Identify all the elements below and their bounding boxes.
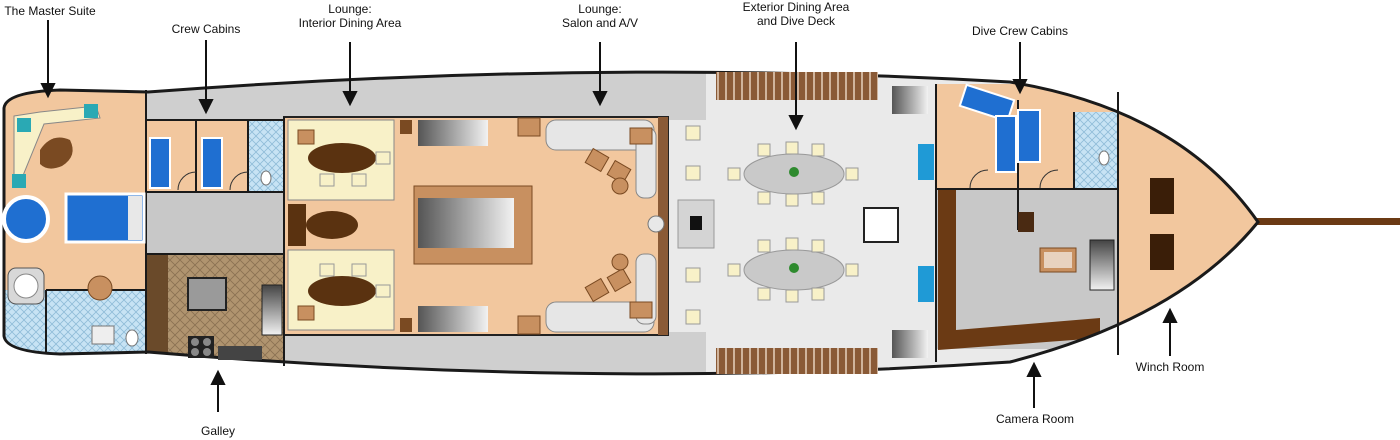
dining-table-2 xyxy=(306,211,358,239)
label-master-suite: The Master Suite xyxy=(4,4,96,18)
winch-2 xyxy=(1150,234,1174,270)
salon-armchairs xyxy=(584,147,632,303)
galley-counter xyxy=(187,277,227,311)
starboard-walkway xyxy=(284,332,706,374)
crew-bunk-2 xyxy=(201,137,223,189)
exterior-dining-table-2 xyxy=(727,237,859,303)
crew-bunk-1 xyxy=(149,137,171,189)
dive-locker-1 xyxy=(918,144,934,180)
dive-bunk-1 xyxy=(958,83,1016,123)
bowsprit xyxy=(1255,218,1400,225)
deck-stools xyxy=(685,125,701,325)
label-lounge-dining-line2: Interior Dining Area xyxy=(298,16,402,30)
label-lounge-dining-line1: Lounge: xyxy=(328,2,372,16)
label-lounge-salon-line2: Salon and A/V xyxy=(561,16,639,30)
callout-arrows xyxy=(40,20,1178,412)
rug-shape xyxy=(40,137,73,169)
winch-1 xyxy=(1150,178,1174,214)
label-lounge-salon: Lounge: Salon and A/V xyxy=(540,2,660,30)
label-exterior-dining: Exterior Dining Area and Dive Deck xyxy=(726,0,866,28)
dive-bunk-3 xyxy=(1017,109,1041,163)
label-winch-room: Winch Room xyxy=(1135,360,1205,374)
label-dive-crew-cabins: Dive Crew Cabins xyxy=(971,24,1069,38)
winch-room-floor xyxy=(1118,84,1258,364)
armchair-icon xyxy=(17,118,31,132)
forward-stairs-port xyxy=(892,86,928,114)
crew-passage xyxy=(146,192,284,254)
hull-outline xyxy=(2,70,1260,376)
dive-bunk-2 xyxy=(995,115,1017,173)
interior-walls xyxy=(45,84,1119,366)
label-crew-cabins: Crew Cabins xyxy=(171,22,241,36)
tv-av-unit xyxy=(647,215,665,233)
dining-chairs xyxy=(319,151,391,298)
port-stairs xyxy=(418,120,488,146)
label-lounge-dining: Lounge: Interior Dining Area xyxy=(280,2,420,30)
label-lounge-salon-line1: Lounge: xyxy=(578,2,622,16)
label-galley: Galley xyxy=(200,424,235,438)
starboard-stairs xyxy=(418,306,488,332)
dive-locker-2 xyxy=(918,266,934,302)
forward-stairs-starboard xyxy=(892,330,928,358)
central-staircase xyxy=(418,198,514,248)
exterior-dining-table-1 xyxy=(727,141,859,207)
label-exterior-dining-line2: and Dive Deck xyxy=(756,14,836,28)
dining-table-1 xyxy=(308,143,376,173)
round-bathtub xyxy=(2,195,50,243)
port-walkway xyxy=(146,72,706,120)
dining-table-3 xyxy=(308,276,376,306)
teak-bench-starboard xyxy=(716,348,878,374)
label-exterior-dining-line1: Exterior Dining Area xyxy=(742,0,850,14)
stove-icon xyxy=(188,336,214,358)
deck-hatch xyxy=(863,207,899,243)
label-camera-room: Camera Room xyxy=(995,412,1075,426)
